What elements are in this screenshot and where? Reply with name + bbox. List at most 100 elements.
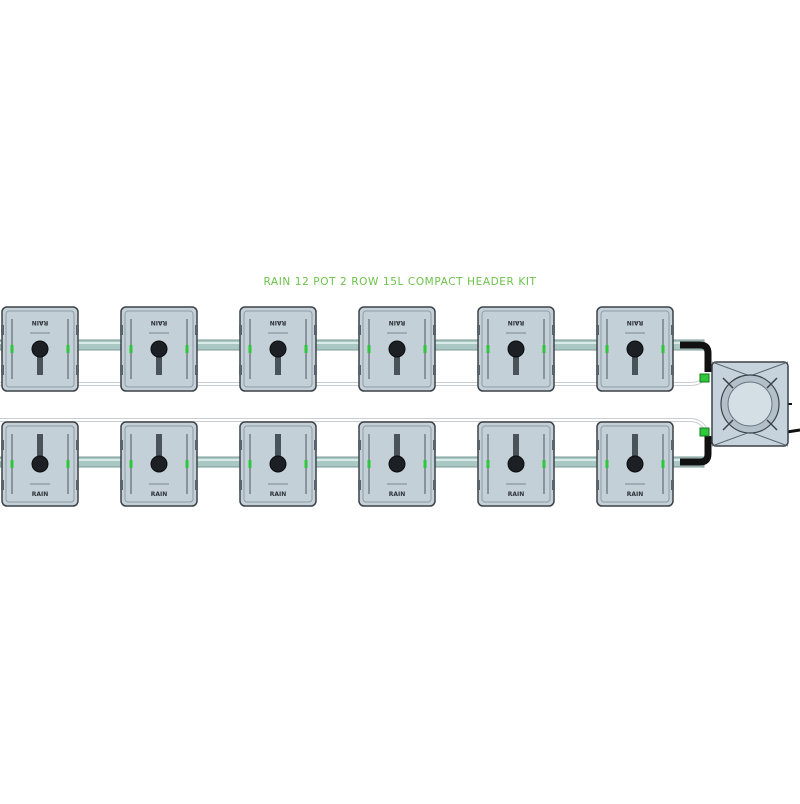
pot-inner-rim xyxy=(362,425,432,503)
pot-tab xyxy=(76,480,79,490)
pot-tab xyxy=(195,365,198,375)
hose xyxy=(786,428,800,434)
pot-icon: RAIN xyxy=(239,421,317,507)
pot-rail-clip xyxy=(304,460,308,468)
pot-tab xyxy=(314,440,317,450)
pot-inner-rim xyxy=(5,310,75,388)
pot-tab xyxy=(433,480,436,490)
pipe-highlight xyxy=(0,342,704,344)
pot-rail-clip xyxy=(605,460,609,468)
pot-inner-rim xyxy=(481,425,551,503)
pot-stem xyxy=(275,345,281,375)
pot-label: RAIN xyxy=(389,491,406,498)
pipe-highlight xyxy=(0,459,704,461)
pot-icon: RAIN xyxy=(596,306,674,392)
pot-icon: RAIN xyxy=(477,421,555,507)
pot-drain-hole xyxy=(507,455,525,473)
pot-icon: RAIN xyxy=(120,421,198,507)
pot-tab xyxy=(195,480,198,490)
pot-tab xyxy=(314,325,317,335)
fitting xyxy=(699,427,710,437)
pot-drain-hole xyxy=(626,455,644,473)
pot-inner-rim xyxy=(481,310,551,388)
pot-inner-rim xyxy=(5,425,75,503)
diagram-title: RAIN 12 POT 2 ROW 15L COMPACT HEADER KIT xyxy=(263,276,537,288)
pot-tab xyxy=(596,480,599,490)
pot-stem xyxy=(394,434,400,460)
pot-tab xyxy=(358,480,361,490)
pot-drain-hole xyxy=(388,340,406,358)
pot-inner-rim xyxy=(243,310,313,388)
pot-label: RAIN xyxy=(627,491,644,498)
pot-stem xyxy=(275,434,281,460)
pot-rail-clip xyxy=(129,460,133,468)
pot-rail-clip xyxy=(605,345,609,353)
pot-stem xyxy=(632,434,638,460)
pot-icon: RAIN xyxy=(1,421,79,507)
pot-icon: RAIN xyxy=(477,306,555,392)
pot-inner-rim xyxy=(124,425,194,503)
pot-rail-clip xyxy=(66,460,70,468)
pot-rail-clip xyxy=(185,345,189,353)
pot-icon: RAIN xyxy=(239,306,317,392)
pot-tab xyxy=(358,365,361,375)
pot-tab xyxy=(477,440,480,450)
pot-tab xyxy=(195,325,198,335)
pot-stem xyxy=(513,434,519,460)
pot-tab xyxy=(1,440,4,450)
pot-inner-rim xyxy=(243,425,313,503)
pot-tab xyxy=(596,325,599,335)
pot-tab xyxy=(239,365,242,375)
pot-stem xyxy=(37,434,43,460)
pot-drain-hole xyxy=(269,340,287,358)
reservoir-lid-inner xyxy=(727,381,773,427)
pot-drain-hole xyxy=(150,340,168,358)
pot-tab xyxy=(1,365,4,375)
pot-tab xyxy=(552,325,555,335)
pot-tab xyxy=(433,440,436,450)
pot-tab xyxy=(239,325,242,335)
pot-rail-clip xyxy=(129,345,133,353)
pot-label: RAIN xyxy=(389,319,406,326)
pot-inner-rim xyxy=(600,310,670,388)
pot-tab xyxy=(1,325,4,335)
pot-tab xyxy=(314,365,317,375)
pot-tab xyxy=(671,365,674,375)
pot-inner-rim xyxy=(124,310,194,388)
pot-tab xyxy=(120,480,123,490)
pot-rail-clip xyxy=(367,460,371,468)
pot-tab xyxy=(314,480,317,490)
pot-icon: RAIN xyxy=(596,421,674,507)
pot-rail-clip xyxy=(661,460,665,468)
reservoir-icon xyxy=(711,361,789,447)
pot-tab xyxy=(76,325,79,335)
pot-rail-clip xyxy=(304,345,308,353)
pot-label: RAIN xyxy=(627,319,644,326)
pot-tab xyxy=(671,480,674,490)
pot-icon: RAIN xyxy=(358,306,436,392)
hose xyxy=(680,341,712,372)
pot-rail-clip xyxy=(66,345,70,353)
pot-tab xyxy=(671,325,674,335)
pot-inner-rim xyxy=(600,425,670,503)
pot-label: RAIN xyxy=(508,491,525,498)
pot-rail-clip xyxy=(185,460,189,468)
pot-tab xyxy=(433,365,436,375)
pot-label: RAIN xyxy=(508,319,525,326)
pot-tab xyxy=(671,440,674,450)
pot-label: RAIN xyxy=(270,319,287,326)
feed-line-core xyxy=(0,419,706,429)
pot-label: RAIN xyxy=(151,491,168,498)
pot-icon: RAIN xyxy=(358,421,436,507)
pot-tab xyxy=(552,440,555,450)
pot-tab xyxy=(596,365,599,375)
pot-label: RAIN xyxy=(32,491,49,498)
pot-tab xyxy=(477,325,480,335)
pot-tab xyxy=(433,325,436,335)
pot-rail-clip xyxy=(542,460,546,468)
pot-tab xyxy=(552,365,555,375)
pot-tab xyxy=(76,365,79,375)
pot-label: RAIN xyxy=(270,491,287,498)
pot-drain-hole xyxy=(507,340,525,358)
